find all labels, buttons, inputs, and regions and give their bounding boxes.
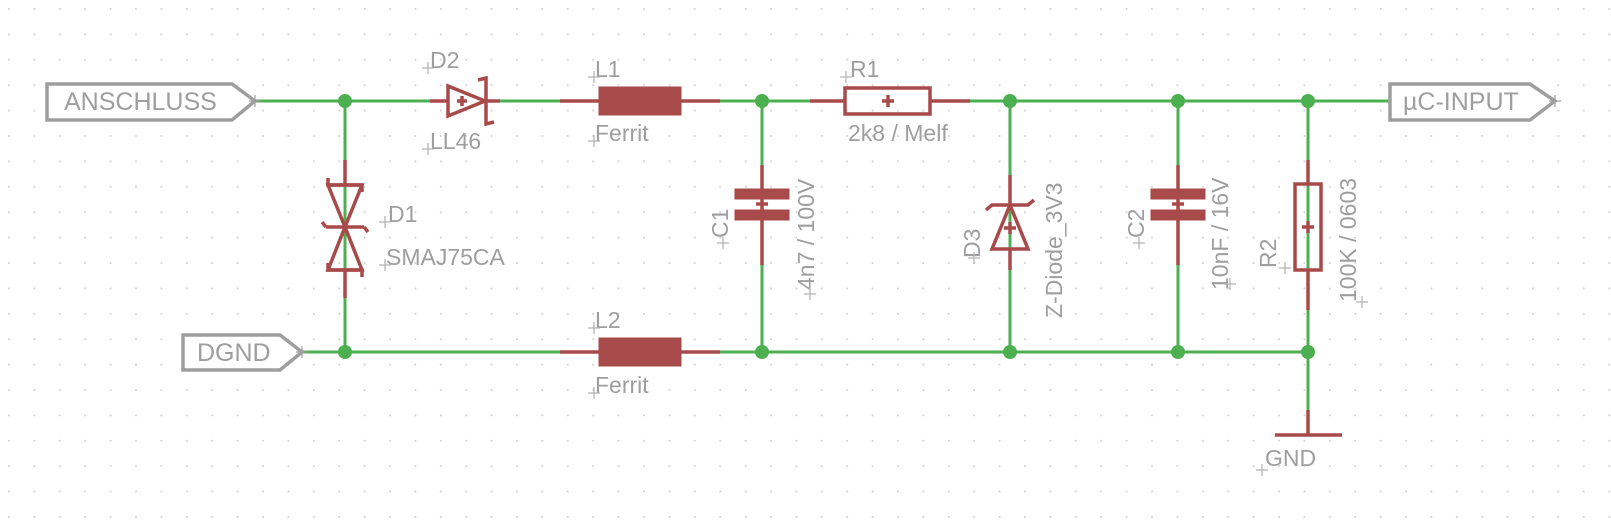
port-uc-input-label: µC-INPUT — [1403, 88, 1519, 116]
c1-name: C1 — [707, 209, 733, 238]
port-dgnd-label: DGND — [197, 339, 271, 367]
d1-value: SMAJ75CA — [386, 244, 506, 270]
zener-d3[interactable]: D3 Z-Diode_3V3 — [959, 182, 1067, 318]
ferrite-l2[interactable]: L2 Ferrit — [588, 307, 682, 399]
junction — [755, 345, 769, 359]
lead-stubs — [343, 99, 1310, 435]
port-uc-input[interactable]: µC-INPUT — [1388, 82, 1561, 122]
c2-name: C2 — [1123, 209, 1149, 238]
d3-value: Z-Diode_3V3 — [1041, 182, 1067, 318]
ferrite-l1[interactable]: L1 Ferrit — [588, 56, 682, 147]
l2-value: Ferrit — [595, 372, 649, 398]
tvs-d1[interactable]: D1 SMAJ75CA — [320, 178, 506, 277]
capacitor-c1[interactable]: C1 4n7 / 100V — [707, 178, 819, 300]
gnd-symbol[interactable]: GND — [1256, 433, 1342, 476]
c1-value: 4n7 / 100V — [793, 178, 819, 290]
junction — [755, 94, 769, 108]
d2-name: D2 — [430, 47, 459, 73]
gnd-label: GND — [1265, 445, 1316, 471]
d2-value: LL46 — [430, 128, 481, 154]
c2-value: 10nF / 16V — [1207, 177, 1233, 290]
r2-name: R2 — [1255, 239, 1281, 268]
capacitor-c2[interactable]: C2 10nF / 16V — [1123, 177, 1236, 290]
resistor-r2[interactable]: R2 100K / 0603 — [1255, 178, 1368, 308]
junction — [1003, 345, 1017, 359]
port-anschluss[interactable]: ANSCHLUSS — [45, 82, 261, 122]
junction — [1171, 345, 1185, 359]
port-anschluss-label: ANSCHLUSS — [64, 88, 217, 116]
junctions — [338, 94, 1315, 359]
diode-d2[interactable]: D2 LL46 — [422, 47, 500, 155]
l1-name: L1 — [595, 56, 621, 82]
port-dgnd[interactable]: DGND — [181, 333, 308, 372]
r1-name: R1 — [850, 56, 879, 82]
r1-value: 2k8 / Melf — [848, 120, 948, 146]
d3-name: D3 — [959, 229, 985, 258]
junction — [1003, 94, 1017, 108]
junction — [1301, 94, 1315, 108]
l1-value: Ferrit — [595, 120, 649, 146]
l2-name: L2 — [595, 307, 621, 333]
junction — [1301, 345, 1315, 359]
resistor-r1[interactable]: R1 2k8 / Melf — [840, 56, 948, 146]
r2-value: 100K / 0603 — [1335, 178, 1361, 302]
junction — [1171, 94, 1185, 108]
junction — [338, 345, 352, 359]
d1-name: D1 — [388, 201, 417, 227]
junction — [338, 94, 352, 108]
